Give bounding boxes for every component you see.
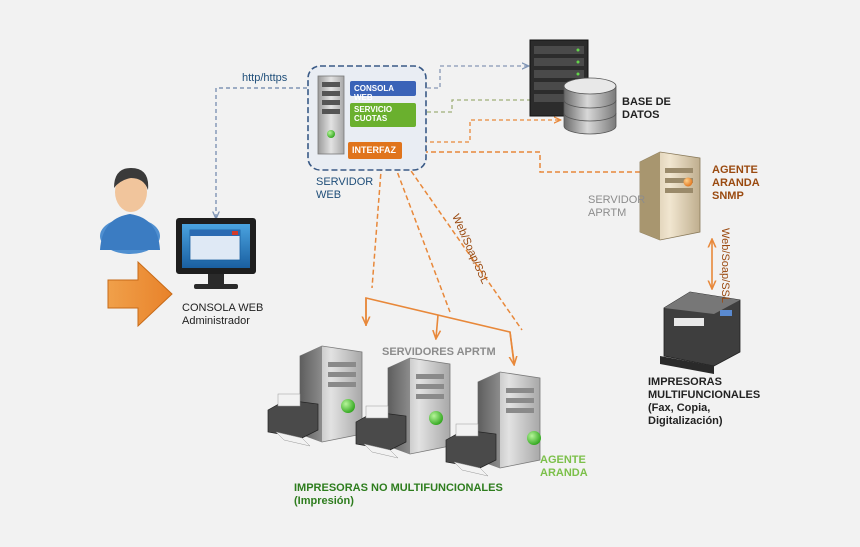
soap-label-vertical: Web/Soap/SSL <box>719 228 731 303</box>
web-server-label-line-1: SERVIDOR <box>316 176 374 188</box>
aprtm-server-label: SERVIDOR APRTM <box>588 194 645 220</box>
snmp-link <box>402 152 640 173</box>
aprtm-server-label-line-2: APRTM <box>588 207 627 219</box>
mfp-label: IMPRESORAS MULTIFUNCIONALES (Fax, Copia,… <box>648 376 760 428</box>
aprtm-server-2 <box>355 357 451 459</box>
web-server-label-line-2: WEB <box>316 189 342 201</box>
chip-interfaz: INTERFAZ <box>348 142 402 159</box>
web-server-label: SERVIDOR WEB <box>316 176 373 202</box>
db-label: BASE DE DATOS <box>622 96 671 122</box>
aprtm-servers-label: SERVIDORES APRTM <box>382 346 496 358</box>
soap-label-diagonal: Web/Soap/SSL <box>449 212 490 285</box>
snmp-agent-label-line-2: ARANDA <box>712 177 760 189</box>
chip-servicio-cuotas: SERVICIO CUOTAS <box>350 103 416 127</box>
fanout-arrow-3 <box>510 331 514 364</box>
http-label: http/https <box>242 72 288 84</box>
monitor-icon <box>176 218 256 289</box>
aprtm-link-2 <box>392 158 451 313</box>
db-link-top <box>420 66 528 89</box>
aprtm-server-3 <box>445 371 541 477</box>
console-label-line-1: CONSOLA WEB <box>182 302 264 314</box>
aprtm-server-tower-icon <box>639 151 701 241</box>
snmp-agent-label: AGENTE ARANDA SNMP <box>712 164 760 203</box>
server-rack-icon <box>317 75 345 155</box>
db-link-bottom <box>402 120 560 143</box>
console-label-line-2: Administrador <box>182 315 250 327</box>
nonmfp-label: IMPRESORAS NO MULTIFUNCIONALES (Impresió… <box>294 482 503 508</box>
http-link <box>216 88 345 218</box>
mfp-label-line-2: MULTIFUNCIONALES <box>648 389 761 401</box>
snmp-agent-label-line-1: AGENTE <box>712 164 758 176</box>
printer-icon <box>355 405 407 459</box>
chip-consola-web: CONSOLA WEB <box>350 81 416 102</box>
aranda-agent-label: AGENTE ARANDA <box>540 454 588 480</box>
mfp-label-line-1: IMPRESORAS <box>648 376 722 388</box>
printer-icon <box>445 423 497 477</box>
fanout-arrow-2 <box>436 314 438 338</box>
database-icon <box>563 77 617 135</box>
aprtm-server-1 <box>267 345 363 447</box>
aprtm-link-1 <box>371 158 382 289</box>
arrow-right-icon <box>107 260 173 328</box>
chip-cuotas-line-2: CUOTAS <box>354 114 388 123</box>
chip-cuotas-line-1: SERVICIO <box>354 105 393 114</box>
db-label-line-2: DATOS <box>622 109 660 121</box>
snmp-agent-label-line-3: SNMP <box>712 190 744 202</box>
db-link-middle <box>420 100 560 113</box>
aranda-agent-label-line-2: ARANDA <box>540 467 588 479</box>
aprtm-server-label-line-1: SERVIDOR <box>588 194 646 206</box>
mfp-label-line-4: Digitalización) <box>648 415 723 427</box>
db-label-line-1: BASE DE <box>622 96 671 108</box>
console-label: CONSOLA WEB Administrador <box>182 302 263 328</box>
user-icon <box>100 168 160 254</box>
nonmfp-label-line-1: IMPRESORAS NO MULTIFUNCIONALES <box>294 482 503 494</box>
multifunction-printer-icon <box>660 291 741 374</box>
mfp-label-line-3: (Fax, Copia, <box>648 402 711 414</box>
aprtm-link-3 <box>402 158 523 331</box>
aranda-agent-label-line-1: AGENTE <box>540 454 586 466</box>
connections <box>216 66 712 364</box>
nonmfp-label-line-2: (Impresión) <box>294 495 354 507</box>
printer-icon <box>267 393 319 447</box>
